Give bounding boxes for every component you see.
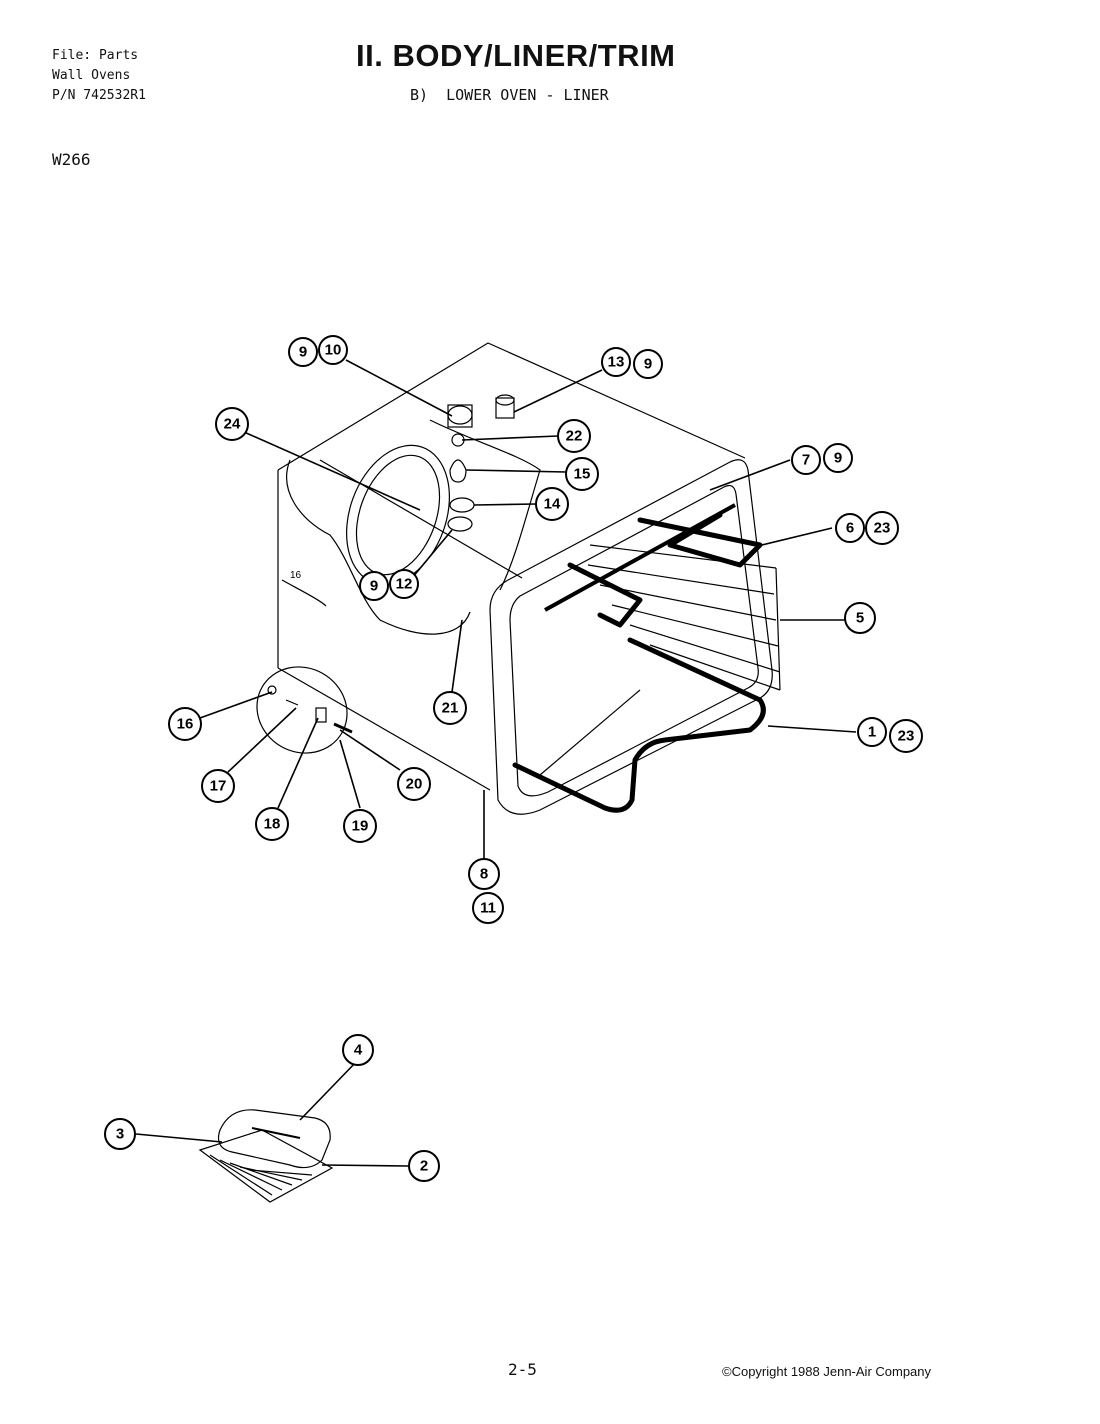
callout-16: 16 bbox=[168, 707, 202, 741]
svg-text:2: 2 bbox=[420, 1158, 428, 1175]
svg-text:11: 11 bbox=[480, 900, 496, 917]
callout-15: 15 bbox=[565, 457, 599, 491]
bake-element bbox=[512, 637, 766, 813]
svg-text:23: 23 bbox=[898, 728, 915, 745]
callout-11: 11 bbox=[472, 892, 504, 924]
callout-10: 10 bbox=[318, 335, 348, 365]
document-header: File: Parts Wall Ovens P/N 742532R1 bbox=[52, 46, 146, 106]
callout-12: 12 bbox=[389, 569, 419, 599]
callout-9-top-left: 9 bbox=[288, 337, 318, 367]
light-assembly bbox=[447, 394, 515, 532]
callout-4: 4 bbox=[342, 1034, 374, 1066]
svg-text:10: 10 bbox=[325, 342, 342, 359]
svg-text:20: 20 bbox=[406, 776, 423, 793]
callout-21: 21 bbox=[433, 691, 467, 725]
callout-23-lower: 23 bbox=[889, 719, 923, 753]
callout-14: 14 bbox=[535, 487, 569, 521]
callout-13: 13 bbox=[601, 347, 631, 377]
svg-text:13: 13 bbox=[608, 354, 625, 371]
svg-text:1: 1 bbox=[868, 724, 876, 741]
svg-text:14: 14 bbox=[544, 496, 561, 513]
svg-text:19: 19 bbox=[352, 818, 369, 835]
svg-text:16: 16 bbox=[177, 716, 194, 733]
oven-front-frame bbox=[489, 459, 773, 815]
copyright-notice: ©Copyright 1988 Jenn-Air Company bbox=[722, 1364, 932, 1379]
page-number: 2-5 bbox=[508, 1360, 537, 1379]
callout-2: 2 bbox=[408, 1150, 440, 1182]
callout-17: 17 bbox=[201, 769, 235, 803]
callout-23-upper: 23 bbox=[865, 511, 899, 545]
callout-9-window: 9 bbox=[359, 571, 389, 601]
svg-text:17: 17 bbox=[210, 778, 227, 795]
callout-20: 20 bbox=[397, 767, 431, 801]
oven-body bbox=[277, 342, 746, 791]
page-title: II. BODY/LINER/TRIM bbox=[356, 38, 676, 73]
callout-22: 22 bbox=[557, 419, 591, 453]
svg-text:23: 23 bbox=[874, 520, 891, 537]
svg-text:3: 3 bbox=[116, 1126, 124, 1143]
svg-text:5: 5 bbox=[856, 610, 864, 627]
svg-text:8: 8 bbox=[480, 866, 488, 883]
svg-text:9: 9 bbox=[644, 356, 652, 373]
broiler-pan bbox=[198, 1109, 334, 1203]
broil-element bbox=[544, 503, 763, 628]
callout-9-top-right: 9 bbox=[633, 349, 663, 379]
part-label-16: 16 bbox=[290, 570, 302, 581]
svg-text:12: 12 bbox=[396, 576, 413, 593]
callout-24: 24 bbox=[215, 407, 249, 441]
callout-8: 8 bbox=[468, 858, 500, 890]
svg-text:9: 9 bbox=[370, 578, 378, 595]
svg-text:22: 22 bbox=[566, 428, 583, 445]
callout-9-right: 9 bbox=[823, 443, 853, 473]
callout-19: 19 bbox=[343, 809, 377, 843]
file-label: File: Parts bbox=[52, 48, 139, 63]
part-number-label: P/N 742532R1 bbox=[52, 88, 146, 103]
access-panel: 16 bbox=[256, 570, 353, 754]
model-number: W266 bbox=[52, 150, 91, 169]
callout-18: 18 bbox=[255, 807, 289, 841]
svg-text:18: 18 bbox=[264, 816, 281, 833]
svg-text:4: 4 bbox=[354, 1042, 363, 1059]
svg-text:21: 21 bbox=[442, 700, 459, 717]
svg-text:24: 24 bbox=[224, 416, 241, 433]
leader-lines bbox=[135, 359, 857, 1167]
callout-6: 6 bbox=[835, 513, 865, 543]
category-label: Wall Ovens bbox=[52, 68, 131, 83]
callout-5: 5 bbox=[844, 602, 876, 634]
svg-text:7: 7 bbox=[802, 452, 810, 469]
svg-text:6: 6 bbox=[846, 520, 854, 537]
callout-3: 3 bbox=[104, 1118, 136, 1150]
page-subtitle: B) LOWER OVEN - LINER bbox=[410, 86, 609, 104]
callout-1: 1 bbox=[857, 717, 887, 747]
svg-text:9: 9 bbox=[834, 450, 842, 467]
svg-text:9: 9 bbox=[299, 344, 307, 361]
svg-text:15: 15 bbox=[574, 466, 591, 483]
callout-7: 7 bbox=[791, 445, 821, 475]
